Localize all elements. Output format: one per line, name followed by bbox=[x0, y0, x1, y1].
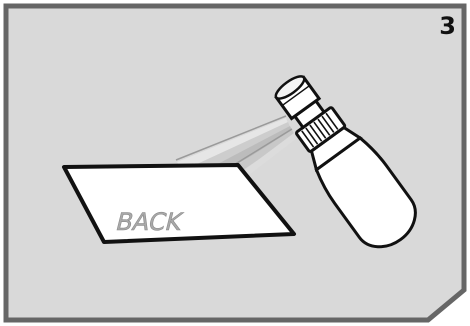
spray-bottle-icon bbox=[274, 75, 417, 249]
bottle-body bbox=[314, 136, 417, 249]
card-shape bbox=[62, 163, 296, 244]
card-back-label: BACK bbox=[113, 207, 186, 236]
step-number: 3 bbox=[439, 12, 456, 40]
sprayer-nozzle bbox=[274, 75, 306, 100]
collar-ribs bbox=[301, 112, 339, 148]
id-card-back-icon: BACK bbox=[62, 163, 296, 244]
